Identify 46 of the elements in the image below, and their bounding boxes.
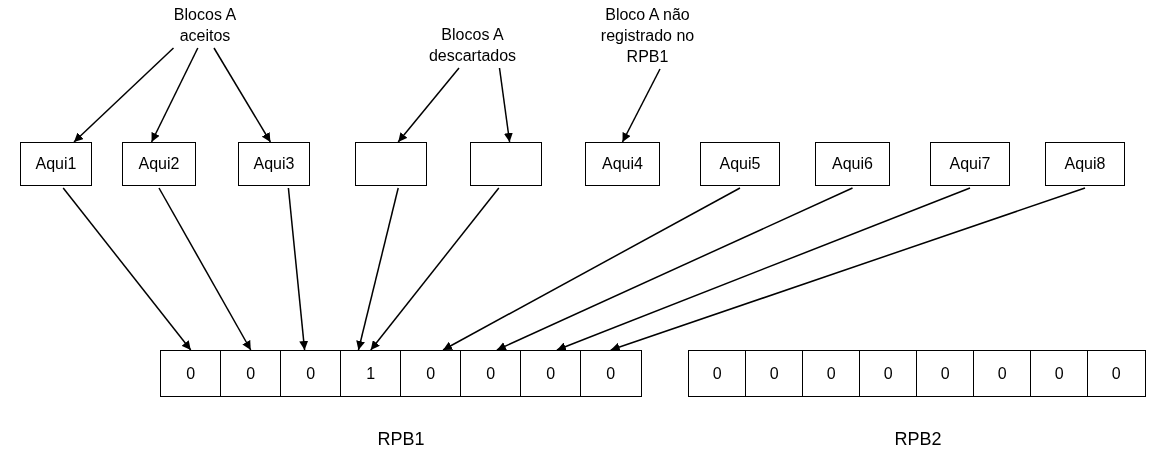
block-box: Aqui6 bbox=[815, 142, 890, 186]
block-box: Aqui4 bbox=[585, 142, 660, 186]
block-box: Aqui3 bbox=[238, 142, 310, 186]
bit-cell: 0 bbox=[973, 350, 1032, 397]
arrow bbox=[496, 187, 854, 351]
bit-cell: 0 bbox=[802, 350, 861, 397]
bit-cell: 1 bbox=[340, 350, 402, 397]
bit-cell: 0 bbox=[280, 350, 342, 397]
arrow bbox=[610, 187, 1086, 352]
arrow bbox=[442, 187, 741, 351]
arrow bbox=[150, 47, 199, 143]
block-box: Aqui2 bbox=[122, 142, 196, 186]
bit-cell: 0 bbox=[745, 350, 804, 397]
arrow bbox=[158, 187, 252, 351]
arrow bbox=[73, 47, 175, 143]
bit-cell: 0 bbox=[688, 350, 747, 397]
arrow bbox=[370, 187, 500, 351]
bit-cell: 0 bbox=[460, 350, 522, 397]
bit-cell: 0 bbox=[1087, 350, 1146, 397]
block-box: Aqui8 bbox=[1045, 142, 1125, 186]
block-box: Aqui7 bbox=[930, 142, 1010, 186]
empty-box bbox=[470, 142, 542, 186]
arrow bbox=[213, 47, 272, 143]
array-label: RPB2 bbox=[893, 429, 943, 450]
bit-cell: 0 bbox=[160, 350, 222, 397]
callout-text: Blocos A aceitos bbox=[160, 4, 250, 46]
arrow bbox=[356, 187, 399, 351]
empty-box bbox=[355, 142, 427, 186]
arrow bbox=[498, 67, 513, 143]
bit-cell: 0 bbox=[220, 350, 282, 397]
array-label: RPB1 bbox=[376, 429, 426, 450]
bit-cell: 0 bbox=[580, 350, 642, 397]
block-box: Aqui1 bbox=[20, 142, 92, 186]
block-box: Aqui5 bbox=[700, 142, 780, 186]
bit-cell: 0 bbox=[916, 350, 975, 397]
arrow bbox=[621, 68, 661, 143]
arrow bbox=[556, 187, 971, 351]
callout-text: Bloco A não registrado no RPB1 bbox=[585, 4, 710, 67]
callout-text: Blocos A descartados bbox=[405, 24, 540, 66]
bit-cell: 0 bbox=[400, 350, 462, 397]
bit-cell: 0 bbox=[520, 350, 582, 397]
arrow bbox=[62, 187, 192, 351]
arrow bbox=[397, 67, 460, 143]
bit-cell: 0 bbox=[1030, 350, 1089, 397]
arrow bbox=[287, 187, 309, 351]
bit-cell: 0 bbox=[859, 350, 918, 397]
